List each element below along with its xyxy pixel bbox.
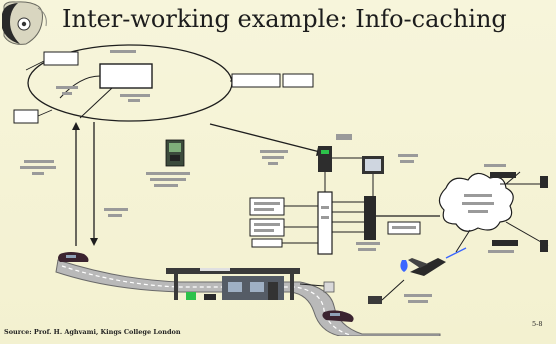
remote-nodes [455,164,549,253]
ellipse-spoke-2 [37,109,53,117]
inter-working-diagram [13,44,549,336]
diagonal-arrow [209,123,326,165]
access-network-group [249,191,440,255]
vertical-exchange-arrows [20,122,128,246]
node-box-left [13,109,39,124]
node-box-center [99,63,153,89]
node-box-top-left [43,51,79,66]
university-crest-icon [2,1,47,45]
page-number: 5-8 [532,320,543,328]
node-box-right-b [282,73,314,88]
aircraft-icon [400,247,467,303]
mobile-phone-icon [146,139,190,187]
roadside-station-icon [166,268,300,300]
ellipse-spoke-1 [25,60,45,71]
server-rack-icon [318,134,418,196]
car-icon [58,252,354,322]
core-network-group [13,44,314,124]
slide-title: Inter-working example: Info-caching [62,5,507,33]
node-box-right-a [231,73,281,88]
source-citation: Source: Prof. H. Aghvami, Kings College … [4,328,181,336]
network-cloud-icon [438,172,514,232]
ellipse-internal-arrow-2 [79,87,113,119]
router-icon [364,196,376,240]
road [55,259,441,336]
storage-icon [299,279,405,304]
